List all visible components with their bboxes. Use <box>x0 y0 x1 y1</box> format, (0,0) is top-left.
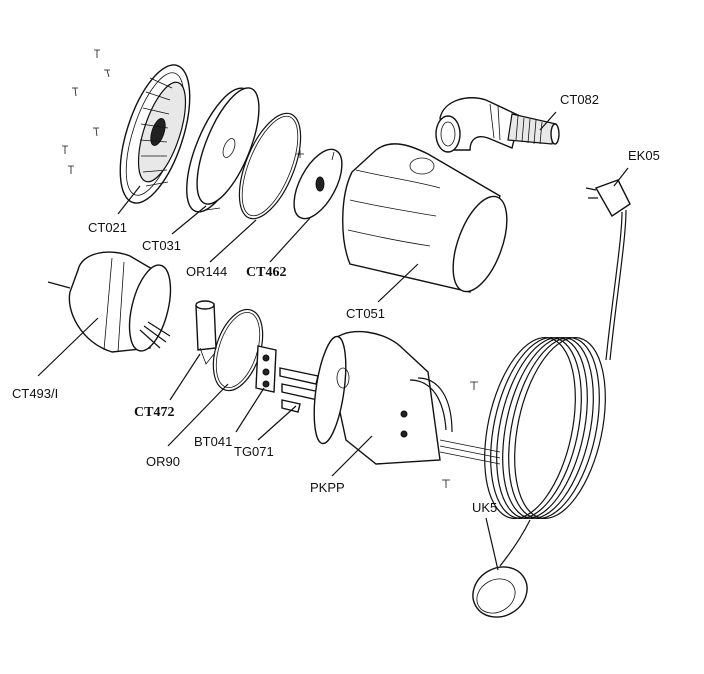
label-or144: OR144 <box>186 264 227 279</box>
label-ct082: CT082 <box>560 92 599 107</box>
label-ek05: EK05 <box>628 148 660 163</box>
part-bt041-terminal <box>255 345 277 393</box>
part-ct021-gear-cover <box>119 64 191 204</box>
label-pkpp: PKPP <box>310 480 345 495</box>
leader-lines <box>37 111 629 571</box>
label-tg071: TG071 <box>234 444 274 459</box>
part-pkpp-base <box>313 330 501 488</box>
label-ct051: CT051 <box>346 306 385 321</box>
part-coiled-cable <box>484 336 606 567</box>
part-ct082-elbow <box>435 97 560 153</box>
part-ct051-housing <box>342 143 508 293</box>
part-uk5-float <box>472 566 528 618</box>
label-ct021: CT021 <box>88 220 127 235</box>
label-ct472: CT472 <box>134 405 174 420</box>
part-ct493-motor <box>47 251 172 353</box>
part-ct472-pipe <box>195 300 217 365</box>
label-or90: OR90 <box>146 454 180 469</box>
part-ct031-cover <box>186 87 260 213</box>
part-or144-oring <box>238 112 302 220</box>
part-ek05-plug <box>585 179 631 361</box>
part-tg071-rods <box>279 367 321 413</box>
label-ct462: CT462 <box>246 265 286 280</box>
part-ct462-plate <box>293 148 343 220</box>
label-bt041: BT041 <box>194 434 232 449</box>
part-labels: CT021 CT031 OR144 CT462 CT051 CT082 EK05… <box>12 92 660 515</box>
label-ct031: CT031 <box>142 238 181 253</box>
label-ct493: CT493/I <box>12 386 58 401</box>
screws-top-left <box>62 49 110 174</box>
label-uk5: UK5 <box>472 500 497 515</box>
